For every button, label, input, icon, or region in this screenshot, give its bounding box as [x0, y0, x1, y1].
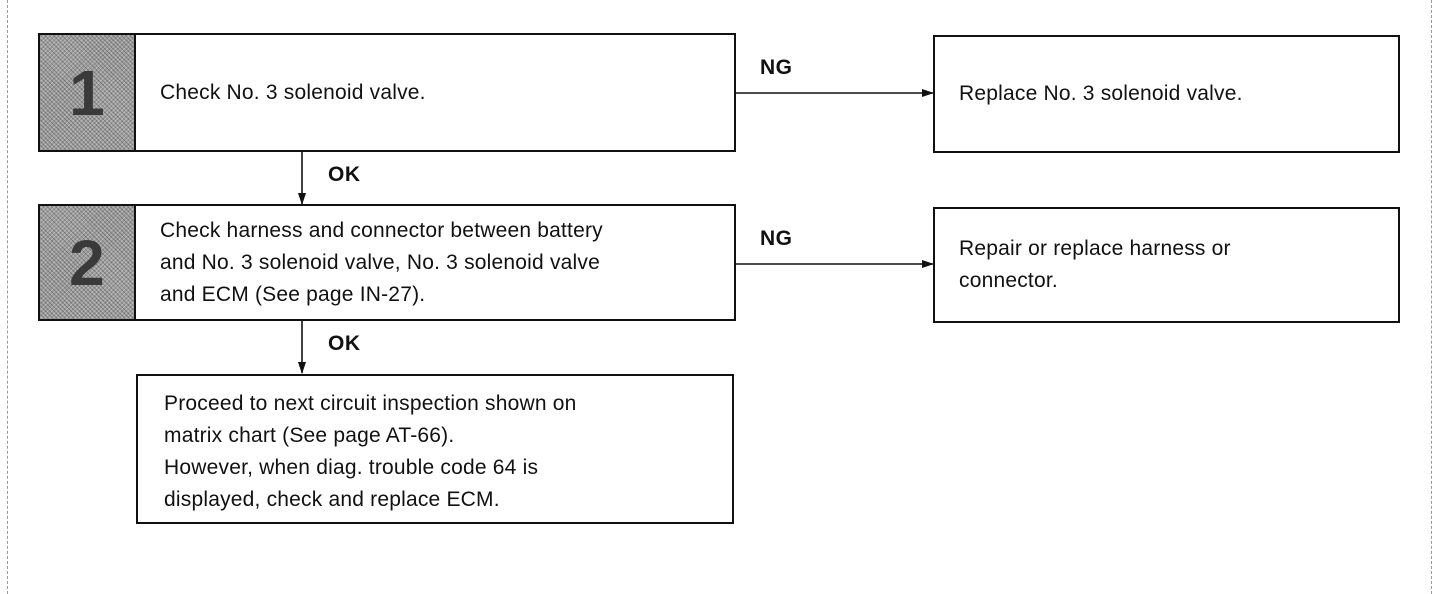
ng-label-step-2: NG [760, 227, 793, 250]
step-2-number: 2 [40, 206, 136, 319]
replace-solenoid-text: Replace No. 3 solenoid valve. [959, 82, 1243, 105]
step-2-box: 2 Check harness and connector between ba… [38, 204, 736, 321]
final-text-line: displayed, check and replace ECM. [164, 488, 500, 511]
final-text-line: Proceed to next circuit inspection shown… [164, 392, 577, 415]
right-page-edge [1431, 0, 1432, 594]
left-page-edge [7, 0, 8, 594]
replace-solenoid-box: Replace No. 3 solenoid valve. [933, 35, 1400, 153]
step-2-text-area: Check harness and connector between batt… [136, 206, 734, 319]
repair-harness-text-line: Repair or replace harness or [959, 237, 1231, 260]
repair-harness-text-line: connector. [959, 269, 1058, 292]
ok-label-step-1: OK [328, 163, 361, 186]
step-2-text-line: and ECM (See page IN-27). [160, 282, 426, 306]
step-1-text-area: Check No. 3 solenoid valve. [136, 35, 734, 150]
final-text-line: However, when diag. trouble code 64 is [164, 456, 539, 479]
ng-label-step-1: NG [760, 56, 793, 79]
repair-harness-box: Repair or replace harness or connector. [933, 207, 1400, 323]
step-1-box: 1 Check No. 3 solenoid valve. [38, 33, 736, 152]
step-1-text: Check No. 3 solenoid valve. [160, 80, 426, 104]
step-1-number: 1 [40, 35, 136, 150]
proceed-next-inspection-box: Proceed to next circuit inspection shown… [136, 374, 734, 524]
step-2-text-line: Check harness and connector between batt… [160, 218, 603, 242]
final-text-line: matrix chart (See page AT-66). [164, 424, 455, 447]
ok-label-step-2: OK [328, 332, 361, 355]
step-2-text-line: and No. 3 solenoid valve, No. 3 solenoid… [160, 250, 600, 274]
